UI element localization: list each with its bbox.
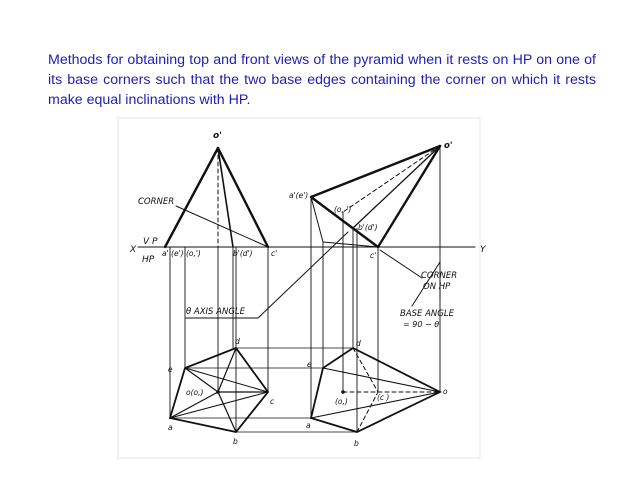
label-c-prime-right: c'	[370, 251, 376, 260]
left-top-view	[168, 346, 270, 433]
label-front-left-points: a' (e') (o,')	[162, 249, 201, 258]
right-front-view	[309, 144, 442, 249]
label-b-right: b	[354, 439, 359, 448]
label-y: Y	[480, 245, 487, 255]
label-hp: HP	[142, 255, 155, 265]
label-a-right: a	[306, 421, 311, 430]
label-o-o1-left: o(o,)	[186, 388, 203, 397]
label-base-angle-1: BASE ANGLE	[400, 309, 455, 319]
label-b-left: b	[233, 437, 238, 446]
label-e-left: e	[168, 365, 173, 374]
left-projectors	[169, 247, 269, 432]
axis-angle-leader	[257, 231, 349, 319]
left-front-view	[163, 146, 270, 249]
label-o-prime-right: o'	[444, 141, 452, 151]
label-axis-angle: θ AXIS ANGLE	[186, 307, 246, 317]
label-o-right: o	[443, 387, 448, 396]
corner-leader	[175, 205, 267, 247]
label-b-d-prime-right: b'(d')	[358, 223, 378, 232]
horizontal-projectors	[170, 347, 357, 433]
label-b-d-prime-left: b'(d')	[233, 249, 253, 258]
scan-frame	[117, 117, 481, 459]
label-d-right: d	[356, 339, 361, 348]
label-a-e-prime-right: a'(e')	[289, 191, 308, 200]
right-top-view	[309, 346, 443, 433]
label-corner-on-hp-2: ON HP	[423, 282, 451, 292]
label-o1-right: (o,)	[335, 397, 348, 406]
label-x: X	[129, 245, 137, 255]
label-e-right: e	[307, 360, 312, 369]
label-corner-on-hp-1: CORNER	[421, 271, 457, 281]
label-corner: CORNER	[138, 197, 174, 207]
label-vp: V P	[143, 237, 158, 247]
label-o-prime-left: o'	[213, 131, 222, 141]
diagram-labels: o' CORNER X V P HP a' (e') (o,') b'(d') …	[129, 131, 487, 448]
caption-text: Methods for obtaining top and front view…	[48, 52, 596, 108]
label-o1-prime-right: (o, ')	[334, 205, 351, 214]
label-c-left: c	[270, 397, 275, 406]
corner-on-hp-leader	[379, 249, 423, 279]
label-c-prime-left: c'	[271, 249, 277, 258]
label-d-left: d	[235, 337, 240, 346]
base-angle-leader	[411, 261, 441, 307]
label-base-angle-2: = 90 − θ	[403, 320, 439, 329]
label-a-left: a	[168, 423, 173, 432]
label-c-right: (c )	[377, 393, 389, 402]
